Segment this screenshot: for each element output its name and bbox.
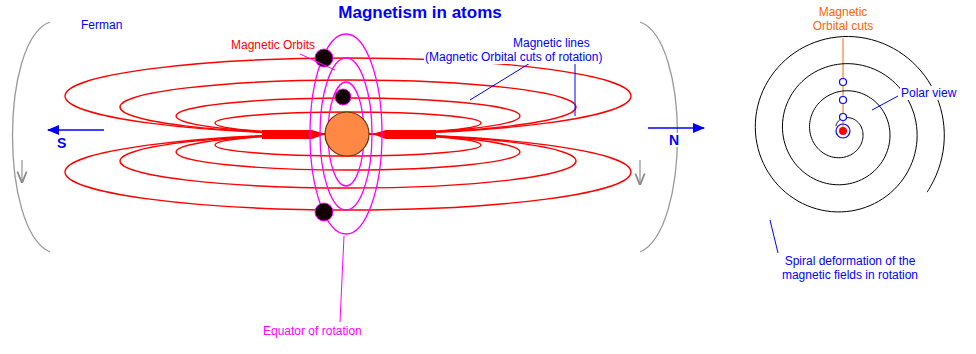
pole-label: S: [56, 136, 67, 150]
pole-direction-arrows: [48, 128, 704, 130]
rotation-arrow: [13, 22, 678, 252]
cuts-label: Magnetic Orbital cuts: [803, 5, 883, 33]
orbital-cut-marks: [840, 79, 847, 121]
magnetic-field-lines: [65, 58, 631, 210]
spiral-label: Spiral deformation of the magnetic field…: [761, 254, 939, 282]
nucleus: [325, 112, 369, 156]
electrons: [315, 49, 351, 221]
lines-label: Magnetic lines: [512, 36, 591, 50]
title: Magnetism in atoms: [337, 3, 502, 23]
spiral-line: [755, 36, 944, 211]
orbits-label: Magnetic Orbits: [230, 38, 316, 52]
polar-view-spiral: [755, 36, 944, 211]
cuts-note: (Magnetic Orbital cuts of rotation): [424, 50, 603, 64]
author-label: Ferman: [80, 18, 123, 32]
polar-nucleus: [839, 127, 847, 135]
pole-label: N: [668, 133, 680, 147]
polar-view-label: Polar view: [900, 86, 957, 100]
equator-label: Equator of rotation: [262, 324, 363, 338]
polar-nucleus-ring: [836, 124, 850, 138]
